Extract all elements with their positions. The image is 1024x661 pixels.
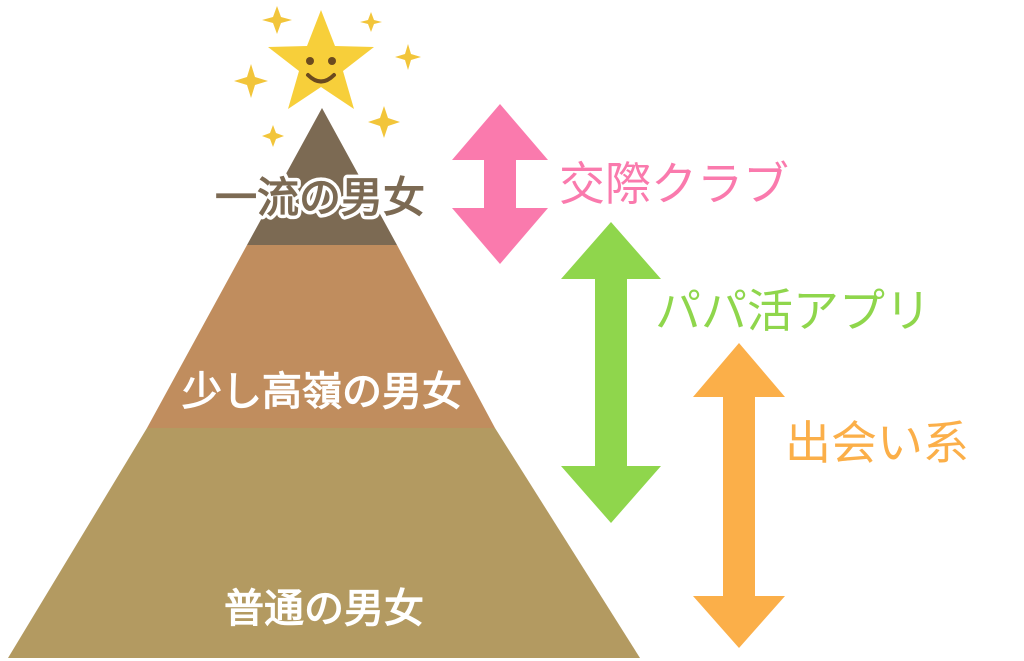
- arrow-green: [561, 222, 661, 523]
- smiling-star-icon: [268, 10, 374, 109]
- tier-label-middle: 少し高嶺の男女: [182, 369, 462, 415]
- label-deaikei: 出会い系: [785, 416, 969, 470]
- pyramid-tier-bottom: [8, 428, 640, 658]
- tier-label-top-outline: 一流の男女: [215, 173, 425, 222]
- tier-label-top: 一流の男女: [215, 173, 425, 222]
- arrow-pink: [452, 104, 548, 264]
- tier-label-bottom: 普通の男女: [224, 586, 424, 632]
- pyramid-tier-middle: [147, 245, 495, 428]
- label-papakatsu-app: パパ活アプリ: [655, 284, 931, 338]
- arrow-orange: [693, 343, 785, 648]
- pyramid-tier-top: [247, 108, 397, 245]
- sparkle-icons: [234, 6, 421, 147]
- label-kosai-club: 交際クラブ: [559, 157, 789, 211]
